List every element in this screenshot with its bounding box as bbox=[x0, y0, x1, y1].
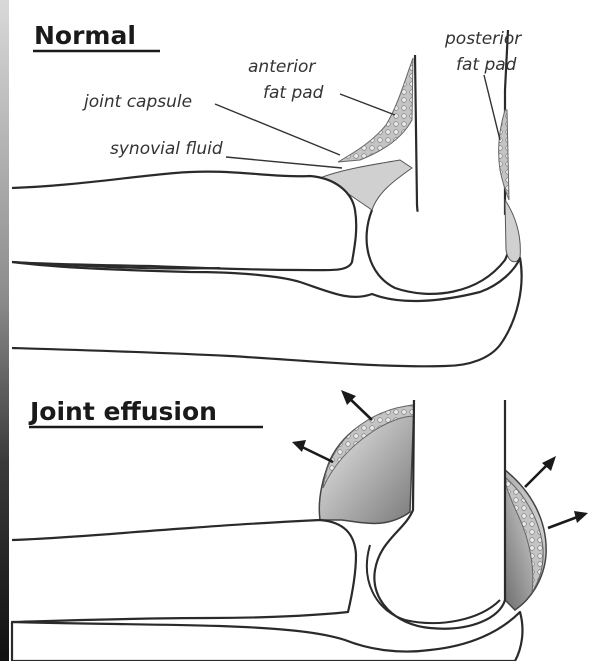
leader-synovial-fluid bbox=[226, 157, 342, 168]
label-anterior-2: fat pad bbox=[263, 83, 324, 103]
anterior-fat-pad bbox=[338, 58, 413, 162]
posterior-fluid bbox=[505, 200, 520, 262]
leader-joint-capsule bbox=[215, 104, 340, 155]
trochlea bbox=[367, 210, 511, 294]
effusion-section: Joint effusion bbox=[12, 390, 588, 661]
label-posterior-2: fat pad bbox=[456, 55, 517, 75]
normal-section: Normal anterior fat pad posterior fat pa… bbox=[12, 21, 522, 366]
arrow-left bbox=[300, 446, 333, 462]
section-title-normal: Normal bbox=[34, 21, 136, 50]
arrow-left-head bbox=[292, 440, 306, 452]
arrow-right bbox=[548, 516, 580, 528]
label-synovial-fluid: synovial fluid bbox=[110, 139, 223, 159]
section-title-effusion: Joint effusion bbox=[28, 397, 217, 426]
label-anterior-1: anterior bbox=[248, 57, 316, 77]
label-joint-capsule: joint capsule bbox=[82, 92, 192, 112]
leader-anterior bbox=[340, 94, 395, 115]
radius bbox=[12, 172, 356, 271]
label-posterior-1: posterior bbox=[444, 29, 522, 49]
radius-effusion bbox=[12, 520, 356, 622]
arrow-right-head bbox=[574, 511, 588, 523]
